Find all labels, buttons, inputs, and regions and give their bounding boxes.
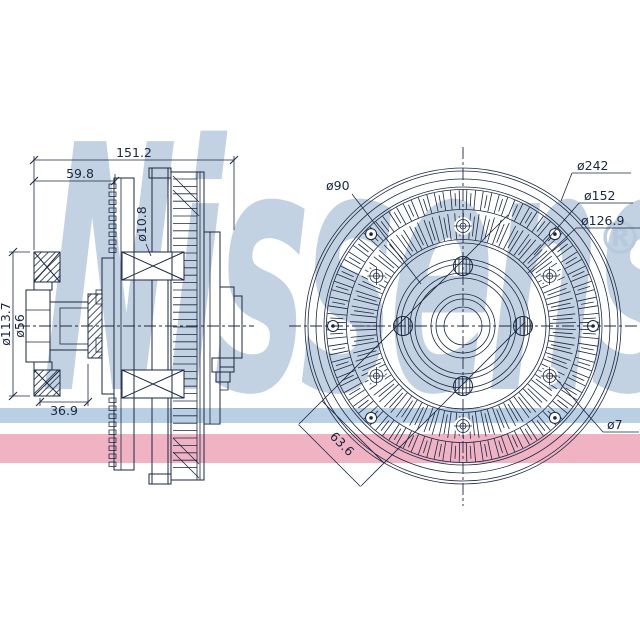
dim-hub-depth: 36.9 — [50, 403, 78, 418]
dim-mount-offset: 59.8 — [66, 166, 94, 181]
coil-plate — [108, 177, 135, 471]
screws — [327, 228, 599, 424]
dim-hub-bore-dia: ø56 — [12, 314, 27, 338]
front-view: ø90 ø242 ø152 ø126.9 ø7 63.6 — [289, 147, 640, 506]
rear-housing — [203, 231, 243, 425]
dim-rivet-hole: ø7 — [607, 417, 623, 432]
highlight-band-blue — [0, 408, 640, 423]
dim-rivet-circle: ø152 — [584, 188, 616, 203]
through-bolt-top — [121, 251, 185, 281]
dim-bolt-circle: ø90 — [326, 178, 350, 193]
highlight-band-pink — [0, 434, 640, 463]
dim-front-flange-dia: ø126.9 — [581, 213, 624, 228]
dim-outer-dia: ø242 — [577, 158, 609, 173]
dim-overall-length: 151.2 — [116, 145, 152, 160]
registered-trademark-icon: ® — [597, 211, 640, 265]
cooling-fin-drum — [170, 171, 205, 481]
dim-bolt-spacing: 63.6 — [327, 429, 357, 459]
pulley-flange — [25, 251, 61, 397]
side-dimensions: 151.2 59.8 ø10.8 ø113.7 ø56 36.9 — [0, 145, 239, 418]
inner-fin-ring — [350, 212, 576, 440]
dim-flange-dia: ø113.7 — [0, 302, 13, 345]
side-view: 151.2 59.8 ø10.8 ø113.7 ø56 36.9 — [0, 145, 254, 485]
dim-fan-bolt-hole: ø10.8 — [134, 206, 149, 242]
through-bolt-bottom — [121, 369, 185, 399]
